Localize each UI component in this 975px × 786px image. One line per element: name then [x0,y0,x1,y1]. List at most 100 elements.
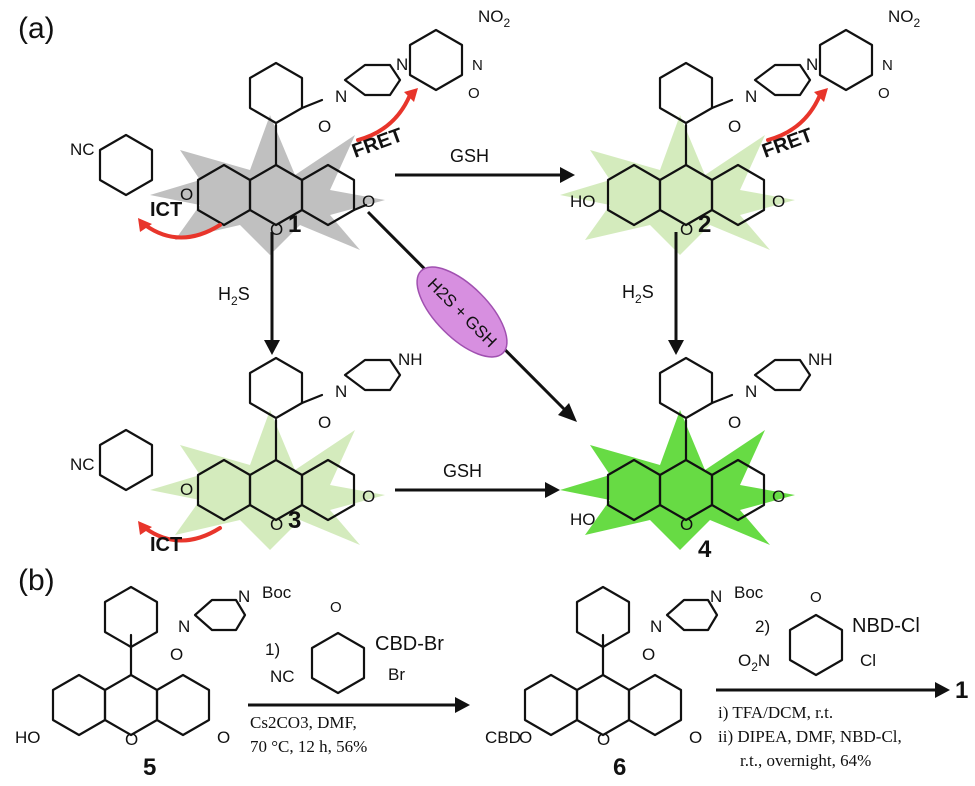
nbd-cl-o: O [810,589,822,606]
ict-label-1: ICT [150,199,182,221]
panel-label-a: (a) [18,12,55,45]
fret-arrow-1 [356,93,412,142]
amide-o-1: O [318,117,331,136]
compound-number-4: 4 [698,536,712,563]
ho-label-4: HO [570,510,596,529]
arrow-1-to-4-diagonal: H2S + GSH [366,210,577,422]
piperazine-6 [665,598,719,632]
arrow-2-to-4: H2S [622,232,684,355]
ring-oxygen-3: O [270,515,283,534]
compound-number-1: 1 [288,211,301,238]
nbd-ring-1 [408,28,464,92]
nbd-n-1: N [472,57,483,74]
ketone-o-6: O [689,728,702,747]
ketone-o-3: O [362,487,375,506]
compound-number-6: 6 [613,754,626,781]
step2-conditions-2: ii) DIPEA, DMF, NBD-Cl, [718,727,902,746]
cbd-ring-3 [98,428,154,492]
panel-label-b: (b) [18,564,55,597]
nc-label-1: NC [70,140,95,159]
n-left-5: N [178,617,190,636]
ict-label-3: ICT [150,534,182,556]
boc-label-5: Boc [262,583,292,602]
arrow-1-to-2: GSH [395,146,575,183]
compound-number-5: 5 [143,754,156,781]
nbd-n-2: N [882,57,893,74]
nbd-o-1: O [468,85,480,102]
nbd-cl-cl: Cl [860,651,876,670]
n-right-6: N [710,587,722,606]
cbd-br-br: Br [388,665,405,684]
cbd-o-label-1: O [180,185,193,204]
n-right-5: N [238,587,250,606]
phenyl-1 [248,61,304,125]
no2-1: NO2 [478,7,511,30]
step2-number: 2) [755,617,770,636]
piperazine-3 [343,358,402,392]
glow-light-green [560,115,795,255]
arrow-1-to-3: H2S [218,232,280,355]
compound-1-structure: O O [150,115,385,255]
nc-label-3: NC [70,455,95,474]
compound-5-structure: HO O O [15,633,230,749]
compound-number-3: 3 [288,507,301,534]
arrow-3-to-4: GSH [395,461,560,498]
step1-number: 1) [265,640,280,659]
ketone-o-2: O [772,192,785,211]
n-left-1: N [335,87,347,106]
no2-2: NO2 [888,7,921,30]
nbd-cl-ring [788,613,844,677]
ho-label-5: HO [15,728,41,747]
product-number: 1 [955,677,968,704]
cbd-br-nc: NC [270,667,295,686]
amide-o-3: O [318,413,331,432]
piperazine-4 [753,358,812,392]
cbd-br-o: O [330,599,342,616]
ho-label-2: HO [570,192,596,211]
phenyl-2 [658,61,714,125]
gsh-bottom-label: GSH [443,461,482,481]
nh-label-3: NH [398,350,423,369]
ring-oxygen-6: O [597,730,610,749]
cbd-br-ring [310,631,366,695]
amide-o-5: O [170,645,183,664]
glow-bright-green [560,410,795,550]
boc-label-6: Boc [734,583,764,602]
cbd-ring-1 [98,133,154,197]
amide-o-4: O [728,413,741,432]
amide-o-2: O [728,117,741,136]
h2s-right-label: H2S [622,282,654,306]
compound-number-2: 2 [698,211,711,238]
phenyl-3 [248,356,304,420]
compound-6-structure: CBD O O O [485,633,702,749]
phenyl-5 [103,585,159,649]
ring-oxygen-2: O [680,220,693,239]
ict-arrow-3 [143,526,222,543]
glow-gray [150,115,385,255]
ketone-o-1: O [362,192,375,211]
cbd-label-6: CBD [485,728,521,747]
ketone-o-4: O [772,487,785,506]
piperazine-1 [343,63,402,97]
n-left-3: N [335,382,347,401]
compound-2-structure: O O HO [560,115,795,255]
n-left-6: N [650,617,662,636]
nbd-cl-no2: O2N [738,651,770,674]
gsh-top-label: GSH [450,146,489,166]
cbd-br-name: CBD-Br [375,633,444,655]
fret-arrow-2 [766,93,822,142]
ring-oxygen-5: O [125,730,138,749]
n-right-2: N [806,55,818,74]
nbd-o-2: O [878,85,890,102]
n-left-4: N [745,382,757,401]
cbd-o-label-3: O [180,480,193,499]
n-right-1: N [396,55,408,74]
piperazine-2 [753,63,812,97]
compound-3-structure: O O [150,410,385,550]
step2-conditions-3: r.t., overnight, 64% [740,751,871,770]
phenyl-4 [658,356,714,420]
cbd-o-6: O [519,728,532,747]
h2s-left-label: H2S [218,284,250,308]
